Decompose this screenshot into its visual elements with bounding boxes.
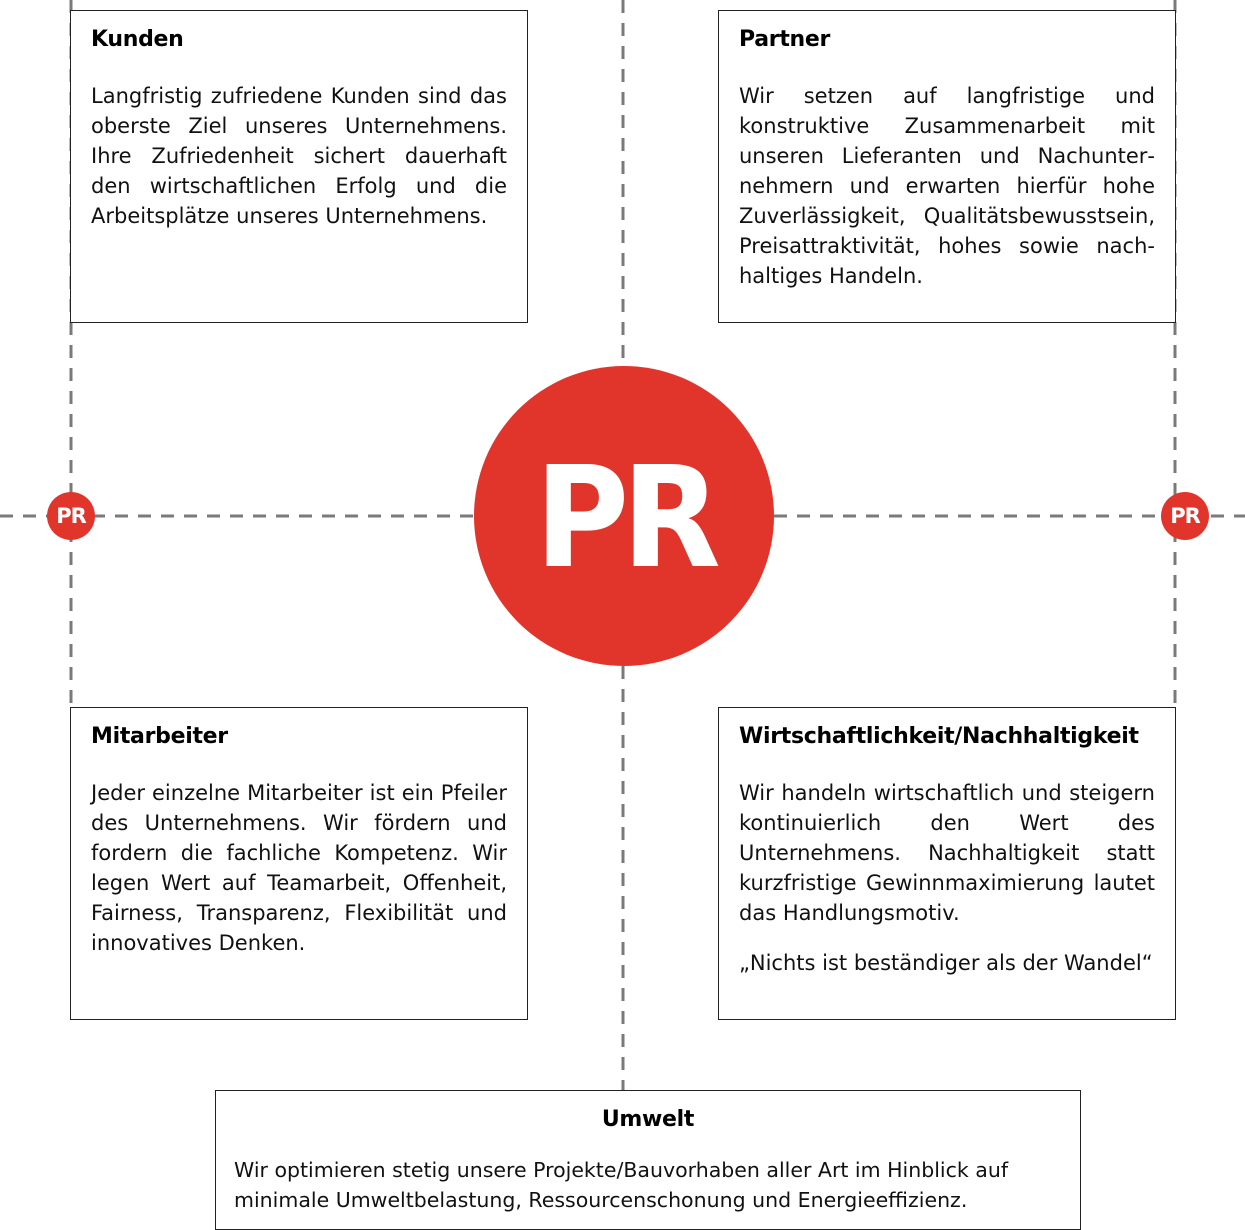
partner-box: Partner Wir setzen auf langfristige und … — [718, 10, 1176, 323]
kunden-title: Kunden — [91, 27, 184, 52]
pr-logo-center-text: PR — [534, 436, 721, 600]
wirtschaftlichkeit-title: Wirtschaftlichkeit/Nachhaltigkeit — [739, 724, 1139, 749]
kunden-box: Kunden Langfristig zufriedene Kunden sin… — [70, 10, 528, 323]
mitarbeiter-title: Mitarbeiter — [91, 724, 228, 749]
wirtschaftlichkeit-text: Wir handeln wirtschaftlich und steigern … — [739, 781, 1155, 925]
umwelt-text: Wir optimieren stetig unsere Projekte/Ba… — [234, 1158, 1009, 1212]
mitarbeiter-box: Mitarbeiter Jeder einzelne Mitarbeiter i… — [70, 707, 528, 1020]
pr-logo-left: PR — [47, 492, 95, 540]
pr-logo-left-text: PR — [56, 504, 87, 528]
pr-logo-right: PR — [1161, 492, 1209, 540]
partner-text: Wir setzen auf langfristige und konstruk… — [739, 84, 1155, 288]
kunden-text: Langfristig zufriedene Kunden sind das o… — [91, 84, 507, 228]
umwelt-title: Umwelt — [601, 1107, 695, 1132]
pr-logo-center: PR — [474, 366, 774, 666]
wirtschaftlichkeit-quote: „Nichts ist beständiger als der Wandel“ — [739, 951, 1153, 975]
pr-logo-right-text: PR — [1170, 504, 1201, 528]
partner-title: Partner — [739, 27, 831, 52]
wirtschaftlichkeit-box: Wirtschaftlichkeit/Nachhaltigkeit Wir ha… — [718, 707, 1176, 1020]
wirtschaftlichkeit-content: Wir handeln wirtschaftlich und steigern … — [739, 778, 1155, 978]
mitarbeiter-text: Jeder einzelne Mitarbeiter ist ein Pfeil… — [91, 781, 507, 955]
umwelt-box: Umwelt Wir optimieren stetig unsere Proj… — [215, 1090, 1081, 1230]
